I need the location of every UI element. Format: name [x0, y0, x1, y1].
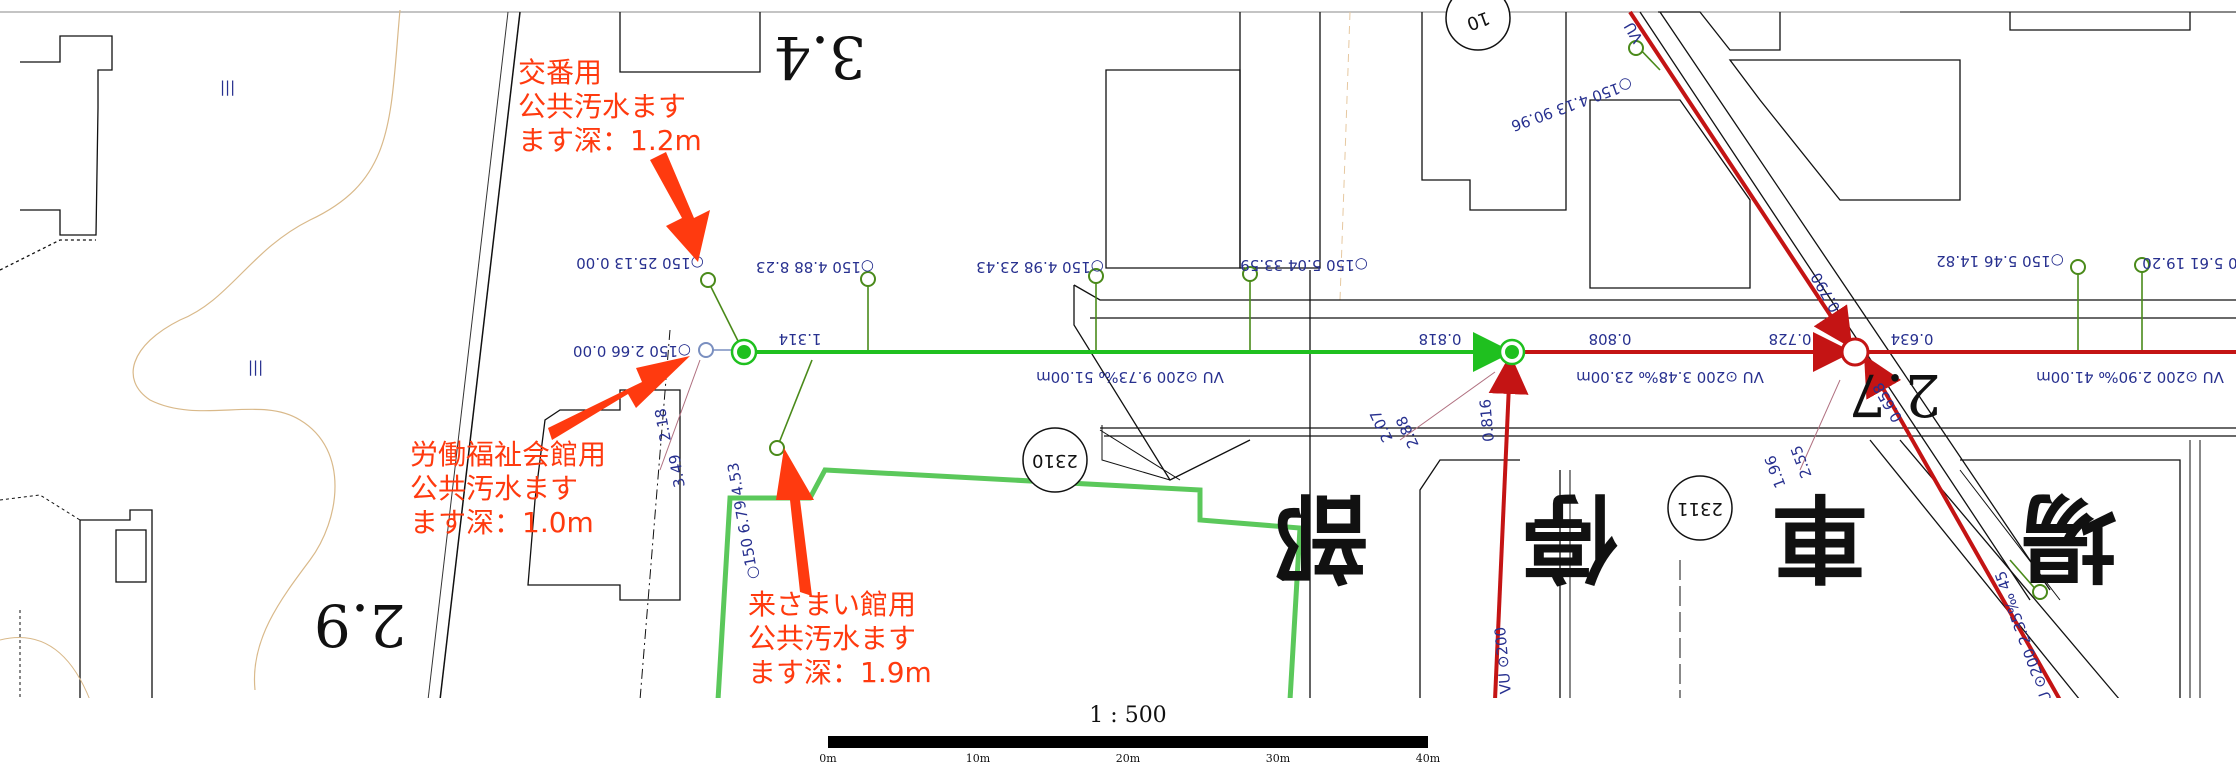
id-label-2310: 2310: [1032, 450, 1078, 471]
depth-label: 0.634: [1891, 330, 1934, 348]
annotation-kisamai-hall: 来さまい館用 公共汚水ます ます深：1.9m: [748, 448, 932, 689]
scale-tick: 10m: [966, 752, 991, 765]
dimension-label: 2.18: [651, 407, 675, 443]
scale-tick: 0m: [819, 752, 837, 765]
sewer-pipes: [659, 10, 2236, 701]
red-pipe-vertical: [1488, 354, 1529, 701]
annotation-line: 公共汚水ます: [518, 90, 686, 123]
annotation-line: ます深：1.0m: [410, 506, 594, 539]
id-label-2311: 2311: [1677, 498, 1723, 519]
red-pipe-diag-bottom: [1864, 355, 2062, 701]
annotation-line: ます深：1.9m: [748, 656, 932, 689]
depth-label: 1.314: [779, 330, 822, 348]
annotation-line: 労働福祉会館用: [410, 438, 606, 471]
lateral-label: ○150 5.04 33.59: [1240, 256, 1368, 274]
depth-label: 0.728: [1769, 330, 1812, 348]
scale-tick: 40m: [1416, 752, 1441, 765]
lateral-label: ○150 4.98 23.43: [976, 258, 1104, 276]
annotation-arrow: [650, 152, 710, 262]
dimension-label: 2.55: [1787, 443, 1815, 481]
scale-bar: 1 : 500 0m 10m 20m 30m 40m: [819, 703, 1440, 765]
manhole-1: [730, 338, 758, 366]
annotation-arrow: [776, 448, 814, 596]
svg-text:|||: |||: [220, 78, 235, 96]
main-pipe-label: VU ⊙200 9.73‰ 51.00m: [1036, 368, 1224, 386]
depth-label: 0.808: [1589, 330, 1632, 348]
manhole-3: [1840, 337, 1870, 367]
parcel-number-left: 2.9: [314, 591, 406, 659]
pipe-label: VU: [1621, 19, 1647, 46]
lateral-label: ○150 25.13 0.00: [576, 254, 704, 272]
scale-ratio: 1 : 500: [1089, 703, 1166, 728]
scale-tick: 20m: [1116, 752, 1141, 765]
street-name-label: 線 場 車 停 部: [1213, 481, 2236, 593]
lateral-label: ○150 4.13 90.96: [1509, 74, 1635, 135]
depth-label: 0.816: [1476, 398, 1498, 442]
annotation-line: 来さまい館用: [748, 588, 916, 621]
scale-tick: 30m: [1266, 752, 1291, 765]
lateral-label: ○150 5.46 14.82: [1936, 252, 2064, 270]
main-pipe-label: VU ⊙200 3.48‰ 23.00m: [1576, 368, 1764, 386]
red-pipe-diag-top: [1628, 10, 1853, 349]
svg-text:|||: |||: [248, 358, 263, 376]
annotation-line: 公共汚水ます: [410, 472, 578, 505]
lateral-label: ○150 5.61 19.20: [2142, 254, 2236, 272]
base-map: ||| |||: [0, 9, 2236, 701]
lateral-label: ○150 2.66 0.00: [573, 342, 691, 360]
depth-label: 0.818: [1419, 330, 1462, 348]
annotation-line: ます深：1.2m: [518, 124, 702, 157]
annotation-line: 交番用: [518, 56, 602, 89]
annotation-line: 公共汚水ます: [748, 622, 916, 655]
dimension-label: 2.88: [1392, 413, 1422, 451]
parcel-number-top: 3.4: [774, 23, 866, 91]
annotation-labor-hall: 労働福祉会館用 公共汚水ます ます深：1.0m: [410, 356, 690, 539]
id-circle-2310: 2310: [1022, 427, 1088, 493]
main-pipe-label: VU ⊙200 2.90‰ 41.00m: [2036, 368, 2224, 386]
pipe-label: VU ⊙200: [1491, 626, 1515, 695]
lateral-label: ○150 4.88 8.23: [756, 258, 874, 276]
annotation-arrow: [548, 356, 690, 440]
id-circle-10: 10: [1445, 0, 1511, 51]
id-circle-2311: 2311: [1667, 475, 1733, 541]
dimension-label: 2.07: [1366, 407, 1396, 445]
parcel-number-right: 2.7: [1849, 361, 1941, 429]
annotation-police-box: 交番用 公共汚水ます ます深：1.2m: [518, 56, 710, 262]
dimension-label: 3.49: [665, 453, 689, 489]
manhole-2: [1498, 338, 1526, 366]
